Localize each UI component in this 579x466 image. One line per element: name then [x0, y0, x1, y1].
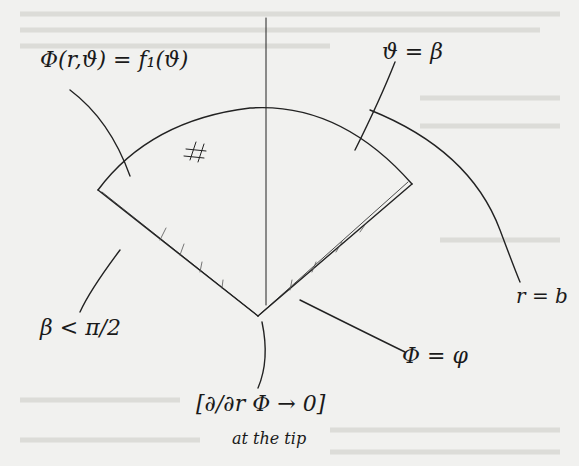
handwritten-label: r = b [516, 285, 568, 307]
handwritten-label: β < π/2 [40, 316, 121, 340]
handwritten-label: Φ(r,ϑ) = f₁(ϑ) [40, 48, 188, 72]
handwritten-label: [∂/∂r Φ → 0] [196, 392, 325, 416]
handwritten-label: Φ = φ [402, 344, 468, 368]
handwritten-label: ϑ = β [382, 40, 443, 64]
handwritten-label: at the tip [232, 430, 306, 448]
hatch-mark [184, 142, 206, 162]
faded-print [20, 14, 560, 452]
